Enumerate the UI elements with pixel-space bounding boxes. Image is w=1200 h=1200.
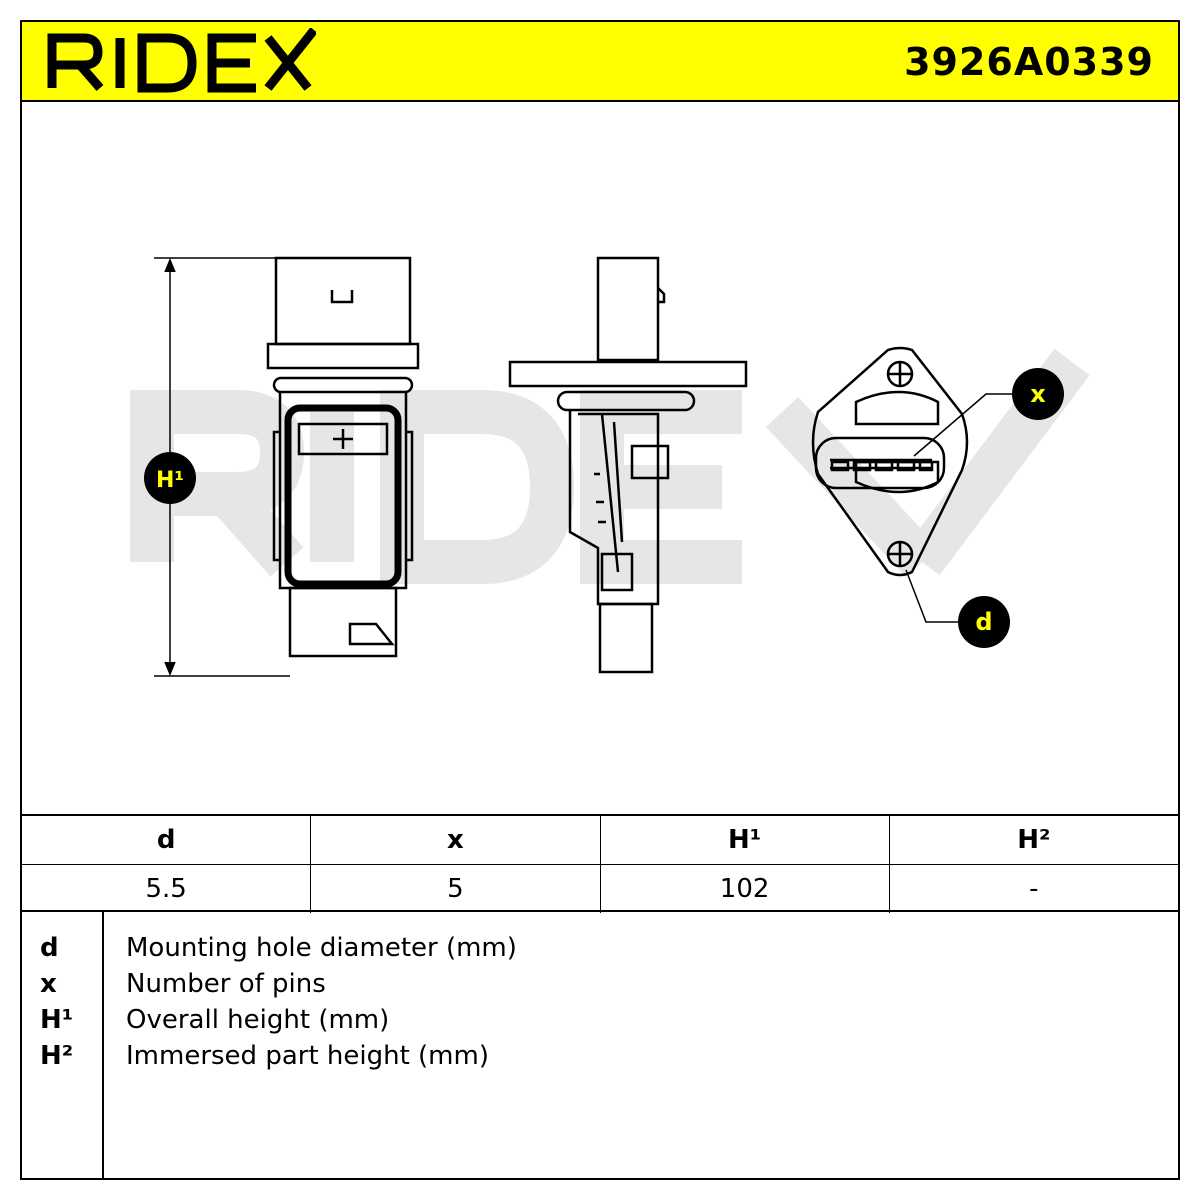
legend-description: Mounting hole diameter (mm) (126, 933, 517, 963)
legend-key: H¹ (40, 1005, 74, 1035)
spec-value-x: 5 (311, 865, 601, 913)
side-view (508, 256, 748, 674)
datasheet: 3926A0339 (20, 20, 1180, 1180)
legend-description: Immersed part height (mm) (126, 1041, 489, 1071)
spec-value-h2: - (1029, 874, 1039, 904)
connector-view (811, 346, 969, 577)
callout-hole: d (958, 596, 1010, 648)
front-view (266, 256, 420, 658)
spec-header-x: x (311, 816, 601, 864)
spec-header-row: d x H¹ H² (22, 816, 1178, 865)
legend-description: Overall height (mm) (126, 1005, 390, 1035)
legend-description: Number of pins (126, 969, 326, 999)
legend: d Mounting hole diameter (mm) x Number o… (22, 912, 1178, 1178)
legend-divider (102, 912, 104, 1178)
drawing-canvas: H¹ x d (130, 256, 1090, 677)
spec-value-row: 5.5 5 102 - (22, 865, 1178, 913)
legend-item: H¹ Overall height (mm) (22, 1002, 1178, 1038)
technical-drawing: H¹ x d (22, 102, 1178, 814)
callout-pins-label: x (1030, 380, 1046, 408)
legend-key: d (40, 933, 59, 963)
legend-key: x (40, 969, 57, 999)
spec-value-h1: 102 (601, 865, 890, 913)
spec-header-h2: H² (1017, 825, 1051, 855)
spec-value-d: 5.5 (22, 865, 312, 913)
callout-pins: x (1012, 368, 1064, 420)
legend-key: H² (40, 1041, 74, 1071)
callout-height: H¹ (144, 452, 196, 504)
legend-item: x Number of pins (22, 966, 1178, 1002)
spec-header-d: d (22, 816, 312, 864)
spec-header-h1: H¹ (601, 816, 890, 864)
header-bar: 3926A0339 (22, 22, 1178, 102)
ridex-logo (47, 28, 316, 93)
callout-height-label: H¹ (156, 468, 184, 493)
legend-item: d Mounting hole diameter (mm) (22, 930, 1178, 966)
leader-lines (905, 393, 1014, 623)
spec-table: d x H¹ H² 5.5 5 102 - (22, 814, 1178, 913)
part-number: 3926A0339 (904, 40, 1154, 84)
legend-item: H² Immersed part height (mm) (22, 1038, 1178, 1074)
callout-hole-label: d (975, 608, 992, 636)
